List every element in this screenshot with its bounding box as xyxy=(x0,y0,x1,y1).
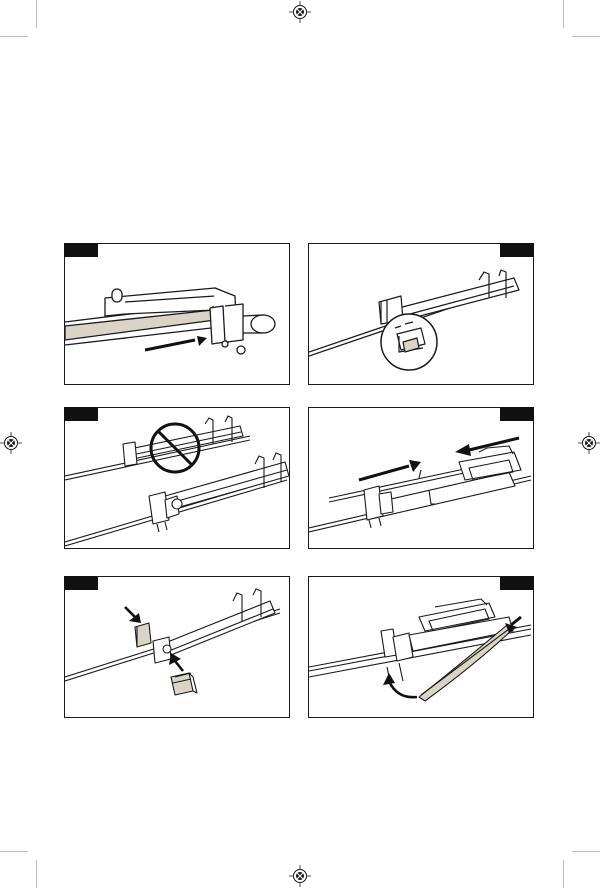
blade-slide-apart-illustration xyxy=(309,436,532,533)
prohibited-icon xyxy=(149,422,201,474)
registration-mark-icon xyxy=(289,865,311,887)
arrow-right-icon xyxy=(144,336,207,352)
step-tab-1 xyxy=(64,243,98,257)
crop-mark xyxy=(0,851,28,852)
rotate-arrow-icon xyxy=(383,673,418,699)
step-tab-5 xyxy=(64,576,98,590)
step-tab-3 xyxy=(64,407,98,421)
step-tab-6 xyxy=(500,576,534,590)
step-tab-4 xyxy=(500,407,534,421)
arrow-right-icon xyxy=(358,460,421,482)
arrow-left-icon xyxy=(455,436,520,456)
step-panel-3 xyxy=(64,407,290,549)
crop-mark xyxy=(0,36,28,37)
step-tab-2 xyxy=(500,243,534,257)
crop-mark xyxy=(572,851,600,852)
arrow-down-right-icon xyxy=(124,606,141,623)
adapter-clip-install-illustration xyxy=(65,588,281,696)
wiper-arm-insert-illustration xyxy=(65,287,276,355)
step-panel-4 xyxy=(308,407,534,549)
step-panel-6 xyxy=(308,576,534,718)
clip-detail-magnified-illustration xyxy=(309,269,520,371)
arrow-up-icon xyxy=(169,653,185,672)
step-panel-1 xyxy=(64,243,290,385)
refill-insert-rotate-illustration xyxy=(309,598,532,702)
registration-mark-icon xyxy=(289,1,311,23)
step-panel-5 xyxy=(64,576,290,718)
crop-mark xyxy=(36,860,37,888)
registration-mark-icon xyxy=(578,432,600,454)
crop-mark xyxy=(572,36,600,37)
step-panel-2 xyxy=(308,243,534,385)
crop-mark xyxy=(36,0,37,28)
arrow-down-left-icon xyxy=(505,615,522,633)
crop-mark xyxy=(563,0,564,28)
crop-mark xyxy=(563,860,564,888)
registration-mark-icon xyxy=(0,432,22,454)
incorrect-assembly-illustration xyxy=(65,415,290,547)
